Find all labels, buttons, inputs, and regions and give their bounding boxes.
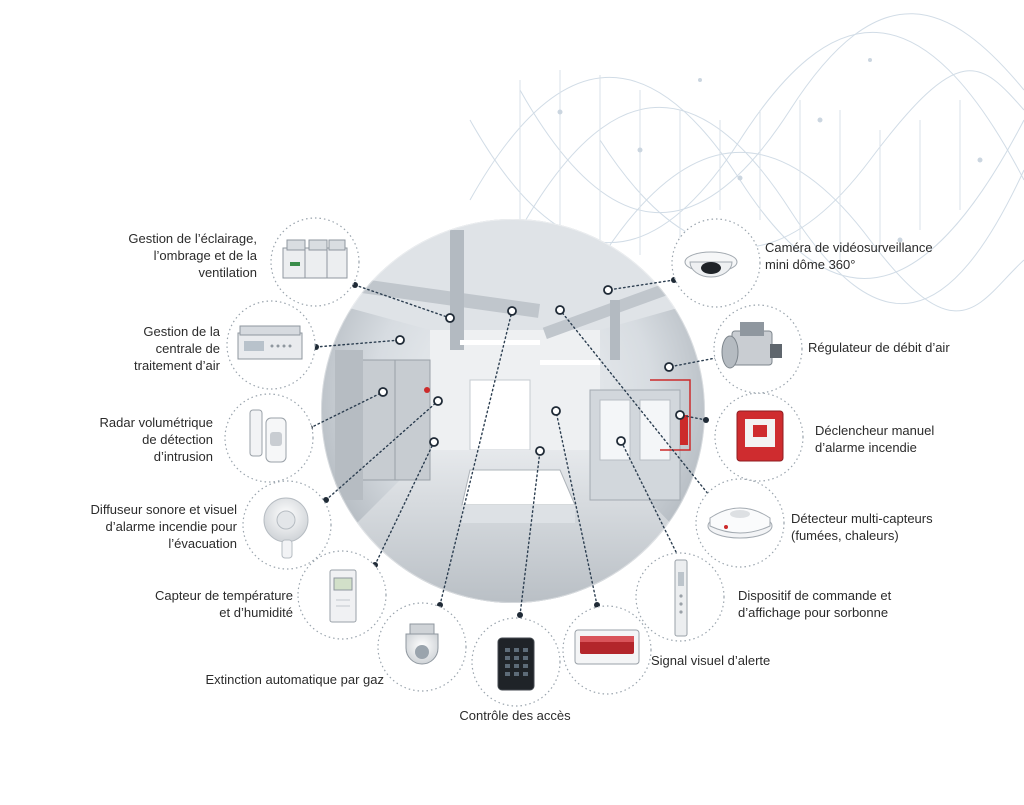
label-radar: Radar volumétrique de détection d’intrus…	[99, 415, 213, 464]
laboratory-photo-icon	[321, 219, 705, 603]
label-sorbonne: Dispositif de commande et d’affichage po…	[738, 588, 892, 620]
label-diffuseur: Diffuseur sonore et visuel d’alarme ince…	[90, 502, 237, 551]
keypad-icon	[497, 637, 535, 691]
manual-call-point-icon	[736, 410, 784, 462]
label-centrale: Gestion de la centrale de traitement d’a…	[134, 324, 220, 373]
dna-background-decoration	[469, 13, 1024, 312]
dome-camera-icon	[684, 251, 738, 278]
smoke-detector-icon	[707, 507, 773, 539]
label-declencheur: Déclencheur manuel d’alarme incendie	[815, 423, 935, 455]
label-signal: Signal visuel d’alerte	[651, 653, 771, 668]
hotspot-markers	[378, 285, 685, 456]
temperature-humidity-sensor-icon	[329, 569, 357, 623]
din-rail-controller-icon	[282, 239, 348, 279]
air-handling-controller-icon	[237, 325, 303, 360]
label-camera: Caméra de vidéosurveillance mini dôme 36…	[765, 240, 933, 272]
label-regulateur: Régulateur de débit d’air	[808, 340, 950, 355]
fume-hood-panel-icon	[674, 559, 688, 637]
gas-extinguisher-icon	[405, 623, 439, 665]
label-acces: Contrôle des accès	[459, 708, 571, 723]
motion-radar-icon	[249, 409, 287, 463]
visual-alarm-icon	[574, 629, 640, 665]
label-extinction: Extinction automatique par gaz	[205, 672, 385, 687]
airflow-valve-icon	[721, 322, 782, 369]
label-detecteur: Détecteur multi-capteurs (fumées, chaleu…	[791, 511, 933, 543]
label-eclairage: Gestion de l’éclairage, l’ombrage et de …	[128, 231, 257, 280]
alarm-sounder-icon	[263, 497, 309, 559]
label-capteur: Capteur de température et d’humidité	[154, 588, 293, 620]
connector-lines	[309, 279, 722, 616]
